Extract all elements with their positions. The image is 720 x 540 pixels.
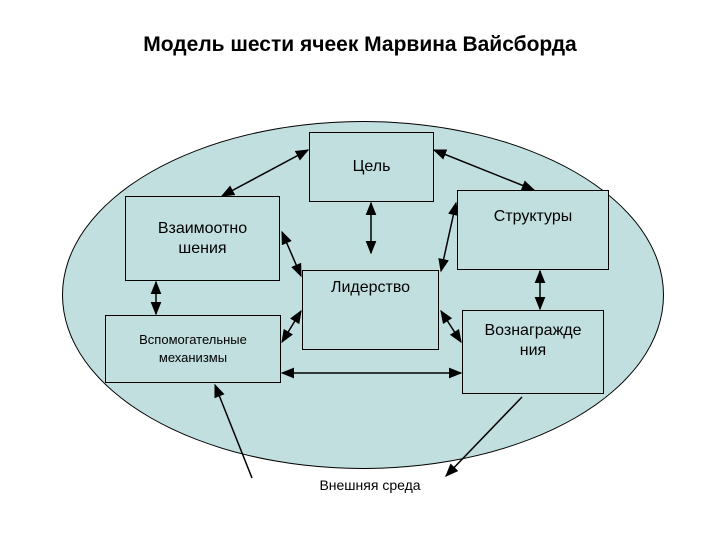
- arrow-structures-leadership: [438, 201, 459, 273]
- arrow-goal-relations: [220, 149, 310, 197]
- diagram-title: Модель шести ячеек Марвина Вайсборда: [143, 33, 577, 56]
- environment-label: Внешняя среда: [319, 477, 421, 493]
- arrow-relations-leadership: [281, 230, 302, 278]
- arrow-rewards-leadership: [440, 309, 462, 344]
- node-leadership: Лидерство: [302, 270, 439, 350]
- arrow-environment-mechanisms: [214, 383, 253, 479]
- arrow-mechanisms-leadership: [281, 309, 302, 344]
- node-mechanisms: Вспомогательные механизмы: [105, 315, 281, 383]
- node-structures: Структуры: [457, 190, 609, 270]
- node-goal: Цель: [309, 132, 434, 202]
- node-rewards: Вознагражде ния: [462, 310, 604, 394]
- node-relations: Взаимоотно шения: [125, 196, 280, 281]
- arrow-rewards-environment: [445, 396, 523, 477]
- arrow-goal-structures: [432, 149, 536, 191]
